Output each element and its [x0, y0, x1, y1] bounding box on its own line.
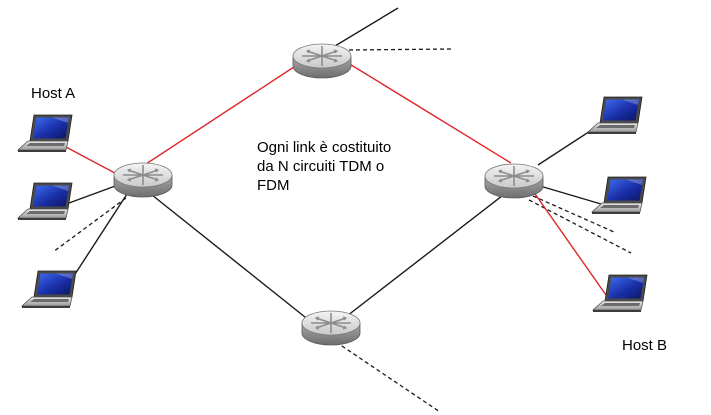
router-icon-bottom [301, 310, 361, 346]
caption-text: Ogni link è costituito da N circuiti TDM… [257, 138, 391, 195]
laptop-icon-left-3 [21, 270, 77, 309]
host-a-label: Host A [31, 85, 76, 102]
dashed-link-left-router [52, 197, 127, 253]
caption-line-1: Ogni link è costituito [257, 139, 392, 156]
circuit-right-router-host-b [532, 190, 607, 296]
circuit-top-router-right-router [347, 62, 512, 164]
dashed-link-bottom-router [335, 341, 441, 413]
link-right-router-laptop-2 [539, 185, 602, 205]
dashed-link-right-router-2 [528, 199, 632, 254]
laptop-icon-right-2 [591, 176, 647, 215]
host-b-label: Host B [622, 337, 668, 354]
laptop-icon-left-2 [17, 182, 73, 221]
link-left-router-laptop-2 [68, 184, 119, 204]
dashed-links [52, 48, 632, 413]
router-icon-left [113, 162, 173, 198]
dashed-link-top-router [348, 48, 453, 51]
router-icon-top [292, 43, 352, 79]
link-left-router-bottom-router [146, 190, 326, 334]
laptop-icon-host-b [592, 274, 648, 313]
laptop-icon-host-a [17, 114, 73, 153]
laptop-icon-right-1 [587, 96, 643, 135]
link-bottom-router-right-router [324, 188, 512, 334]
router-icon-right [484, 163, 544, 199]
circuit-left-router-top-router [145, 62, 301, 165]
link-left-router-laptop-3 [67, 193, 128, 286]
dashed-link-right-router-1 [532, 195, 615, 233]
caption-line-3: FDM [257, 177, 290, 194]
caption-line-2: da N circuiti TDM o [257, 158, 385, 175]
